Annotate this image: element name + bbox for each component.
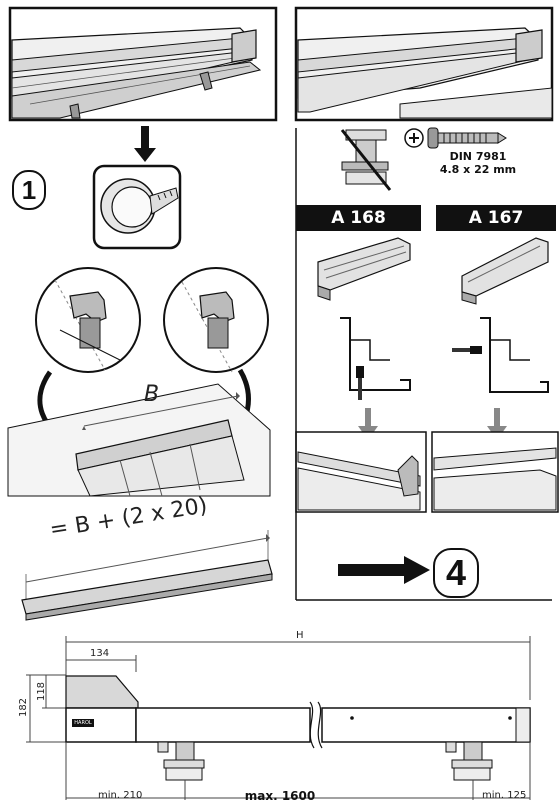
step-number-4: 4 <box>433 548 479 598</box>
dim-min-left: min. 210 <box>98 790 143 801</box>
screw-spec: DIN 7981 4.8 x 22 mm <box>428 150 528 176</box>
section-a167 <box>452 317 549 393</box>
phillips-head-icon <box>404 128 424 148</box>
measure-b-label: B <box>144 382 160 407</box>
brand-logo: HAROL <box>72 719 94 727</box>
screw-size: 4.8 x 22 mm <box>439 163 517 176</box>
step-number-1: 1 <box>12 170 46 210</box>
bracket-crossed <box>340 129 392 191</box>
arrow-down-icon <box>134 126 156 162</box>
panel-install-right <box>431 431 559 513</box>
dim-h: H <box>296 630 304 641</box>
dim-182: 182 <box>18 697 30 718</box>
panel-top-right <box>294 6 554 122</box>
panel-top-left <box>8 6 278 122</box>
tape-measure-icon <box>92 164 182 250</box>
panel-install-left <box>295 431 427 513</box>
dim-max: max. 1600 <box>244 789 316 803</box>
dimension-drawing <box>26 636 531 800</box>
banner-a167: A 167 <box>436 205 556 231</box>
profile-a167 <box>461 237 549 305</box>
dim-min-right: min. 125 <box>482 790 527 801</box>
roof-section <box>7 383 271 497</box>
arrow-right-icon <box>338 556 430 584</box>
dim-134: 134 <box>90 648 110 659</box>
detail-circle-right <box>163 267 269 373</box>
dim-118: 118 <box>36 681 48 702</box>
gutter-measure <box>21 530 273 621</box>
screw-icon <box>427 127 507 149</box>
banner-a168: A 168 <box>296 205 421 231</box>
profile-a168 <box>317 237 411 301</box>
screw-standard: DIN 7981 <box>449 150 507 163</box>
detail-circle-left <box>35 267 141 373</box>
section-a168 <box>340 317 411 400</box>
